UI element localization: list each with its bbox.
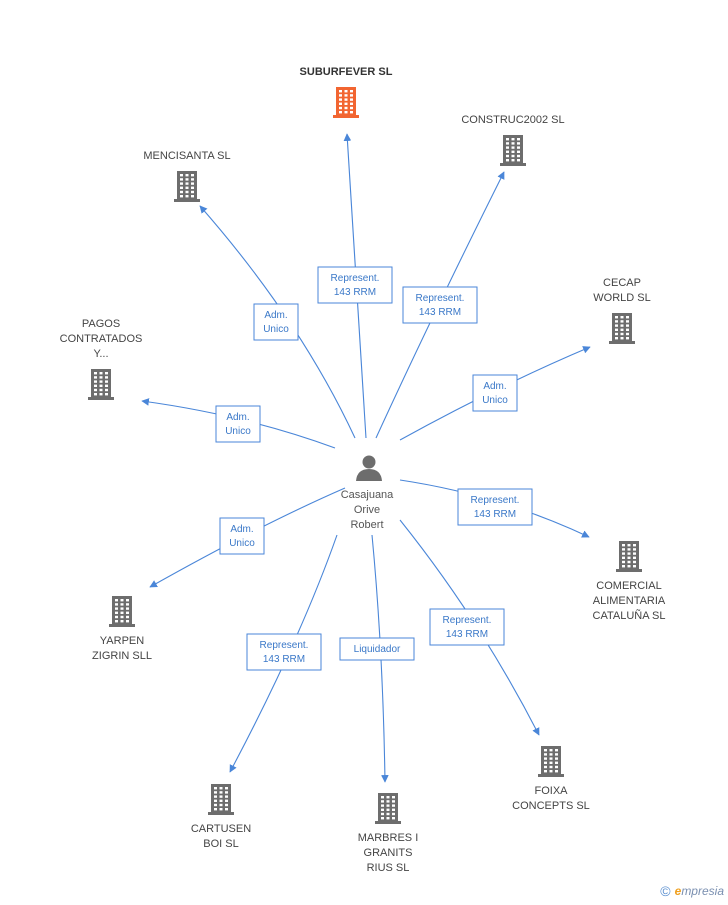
company-node-yarpen[interactable]: YARPEN ZIGRIN SLL: [92, 596, 152, 662]
company-node-marbres[interactable]: MARBRES I GRANITS RIUS SL: [358, 793, 419, 874]
edge-label-text: Adm.: [264, 310, 287, 321]
company-name: CECAP: [603, 277, 641, 289]
edge-cecap: Adm. Unico: [399, 346, 591, 441]
edge-label-text: Liquidador: [354, 644, 401, 655]
edge-label-text: Adm.: [226, 412, 249, 423]
building-icon: [538, 746, 564, 777]
company-name: COMERCIAL: [596, 580, 661, 592]
company-node-foixa[interactable]: FOIXA CONCEPTS SL: [512, 746, 590, 812]
building-icon: [109, 596, 135, 627]
company-name: CONTRATADOS: [60, 333, 143, 345]
company-node-comercial[interactable]: COMERCIAL ALIMENTARIA CATALUÑA SL: [593, 541, 666, 622]
company-name: FOIXA: [534, 785, 568, 797]
person-name: Casajuana: [341, 489, 394, 501]
building-icon: [616, 541, 642, 572]
company-name: CONSTRUC2002 SL: [461, 114, 564, 126]
edge-cartusen: Represent. 143 RRM: [229, 534, 338, 773]
building-icon: [88, 369, 114, 400]
edge-label-text: Unico: [263, 324, 289, 335]
edge-yarpen: Adm. Unico: [149, 487, 346, 588]
edge-label-text: Unico: [482, 395, 508, 406]
company-node-pagos[interactable]: PAGOS CONTRATADOS Y...: [60, 318, 143, 400]
company-name: CONCEPTS SL: [512, 800, 590, 812]
company-name: CATALUÑA SL: [593, 609, 666, 622]
edge-label-text: Adm.: [483, 381, 506, 392]
person-icon: [356, 455, 382, 481]
edge-label-text: 143 RRM: [419, 307, 461, 318]
company-name: BOI SL: [203, 838, 238, 850]
edges-layer: Represent. 143 RRM Represent. 143 RRM Adm. Un…: [141, 133, 591, 783]
edge-label-box: [402, 286, 478, 324]
company-name: SUBURFEVER SL: [300, 66, 393, 78]
edge-label-box: [215, 405, 261, 443]
company-node-construc2002[interactable]: CONSTRUC2002 SL: [461, 114, 565, 166]
edge-label-box: [339, 637, 415, 661]
edge-label-text: 143 RRM: [446, 629, 488, 640]
edge-label-text: Adm.: [230, 524, 253, 535]
edge-label-box: [246, 633, 322, 671]
edge-label-box: [219, 517, 265, 555]
edge-label-text: Represent.: [331, 273, 380, 284]
building-icon: [333, 87, 359, 118]
company-name: PAGOS: [82, 318, 120, 330]
person-name: Orive: [354, 504, 380, 516]
building-icon: [208, 784, 234, 815]
edge-label-text: Unico: [225, 426, 251, 437]
edge-label-text: Represent.: [443, 615, 492, 626]
building-icon: [174, 171, 200, 202]
company-name: GRANITS: [364, 847, 413, 859]
company-name: Y...: [93, 348, 108, 360]
edge-label-box: [253, 303, 299, 341]
company-name: MENCISANTA SL: [143, 150, 230, 162]
company-node-mencisanta[interactable]: MENCISANTA SL: [143, 150, 231, 202]
building-icon: [609, 313, 635, 344]
company-name: YARPEN: [100, 635, 144, 647]
company-name: RIUS SL: [367, 862, 410, 874]
edge-foixa: Represent. 143 RRM: [399, 519, 540, 736]
building-icon: [375, 793, 401, 824]
edge-label-box: [429, 608, 505, 646]
edge-label-text: Represent.: [260, 640, 309, 651]
brand-logo: empresia: [674, 884, 724, 898]
company-node-cartusen[interactable]: CARTUSEN BOI SL: [191, 784, 251, 850]
company-name: WORLD SL: [593, 292, 650, 304]
edge-label-text: 143 RRM: [263, 654, 305, 665]
company-name: ZIGRIN SLL: [92, 650, 152, 662]
edge-construc2002: Represent. 143 RRM: [375, 171, 505, 439]
company-name: CARTUSEN: [191, 823, 251, 835]
building-icon: [500, 135, 526, 166]
nodes-layer: SUBURFEVER SL CONSTRUC2002 SL MENCISANTA S…: [60, 66, 666, 874]
edge-label-box: [472, 374, 518, 412]
edge-label-text: Represent.: [416, 293, 465, 304]
person-name: Robert: [350, 519, 383, 531]
edge-label-text: 143 RRM: [474, 509, 516, 520]
brand-watermark: © empresia: [660, 883, 724, 899]
edge-suburfever: Represent. 143 RRM: [317, 133, 393, 439]
edge-label-text: Unico: [229, 538, 255, 549]
edge-comercial: Represent. 143 RRM: [399, 479, 590, 538]
copyright-symbol: ©: [660, 883, 671, 899]
edge-label-text: 143 RRM: [334, 287, 376, 298]
edge-label-text: Represent.: [471, 495, 520, 506]
edge-label-box: [317, 266, 393, 304]
company-name: MARBRES I: [358, 832, 419, 844]
company-node-suburfever[interactable]: SUBURFEVER SL: [300, 66, 393, 118]
edge-pagos: Adm. Unico: [141, 398, 336, 449]
edge-label-box: [457, 488, 533, 526]
edge-mencisanta: Adm. Unico: [199, 205, 356, 439]
edge-marbres: Liquidador: [339, 534, 415, 783]
company-name: ALIMENTARIA: [593, 595, 666, 607]
company-node-cecap[interactable]: CECAP WORLD SL: [593, 277, 651, 344]
